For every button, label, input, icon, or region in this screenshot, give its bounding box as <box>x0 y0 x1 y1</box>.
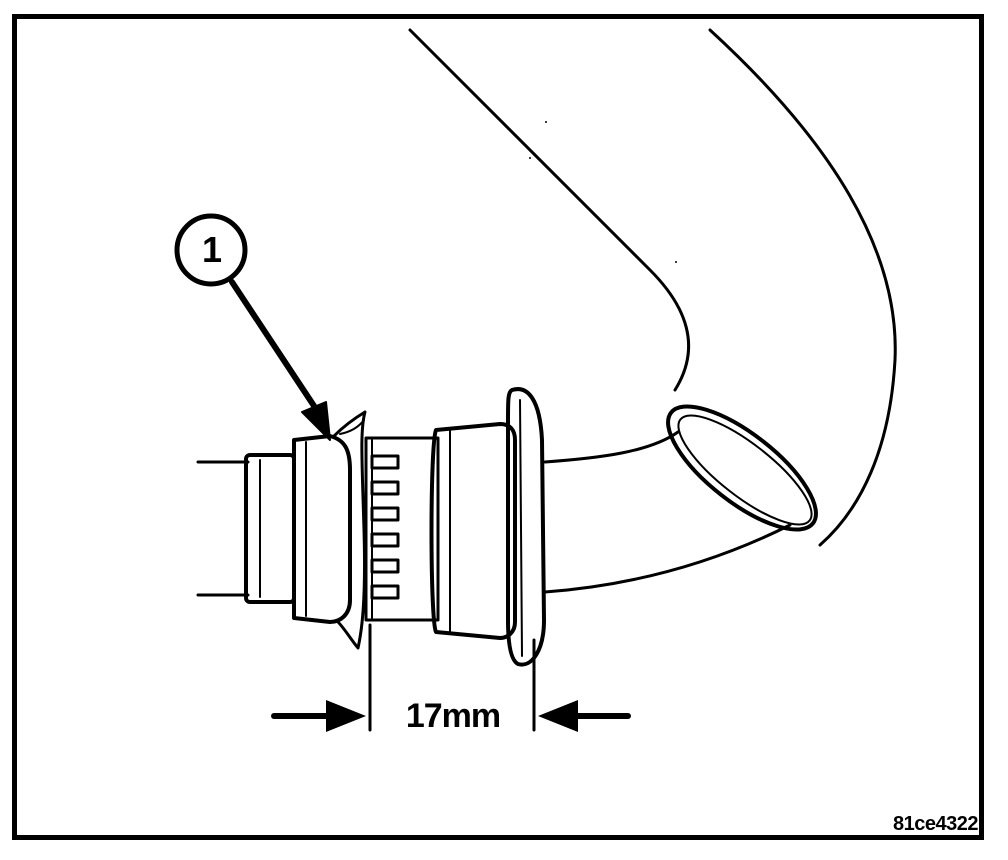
tube-opening-ellipse <box>666 404 818 532</box>
dimension-arrow-left <box>271 700 366 732</box>
dimension-label: 17mm <box>405 697 501 735</box>
dimension-arrow-right <box>538 700 631 732</box>
clamp-ring <box>292 434 352 624</box>
callout-arrowhead <box>301 401 331 441</box>
left-collar <box>244 453 296 604</box>
connector-teeth <box>370 454 400 600</box>
main-fitting <box>429 422 517 640</box>
bent-pipe-bottom <box>543 523 792 594</box>
figure-frame <box>12 14 984 840</box>
callout-circle <box>174 213 248 287</box>
callout-leader <box>229 279 323 418</box>
connector-body <box>364 436 440 622</box>
callout-number: 1 <box>201 229 223 270</box>
upper-tube-outline-left <box>408 28 691 392</box>
figure-id: 81ce4322 <box>893 813 978 835</box>
bent-pipe-top <box>543 430 680 464</box>
disk-flange <box>506 387 546 667</box>
tube-opening-inner <box>677 414 813 526</box>
flared-flange <box>332 410 367 650</box>
upper-tube-outline-right <box>708 28 897 547</box>
